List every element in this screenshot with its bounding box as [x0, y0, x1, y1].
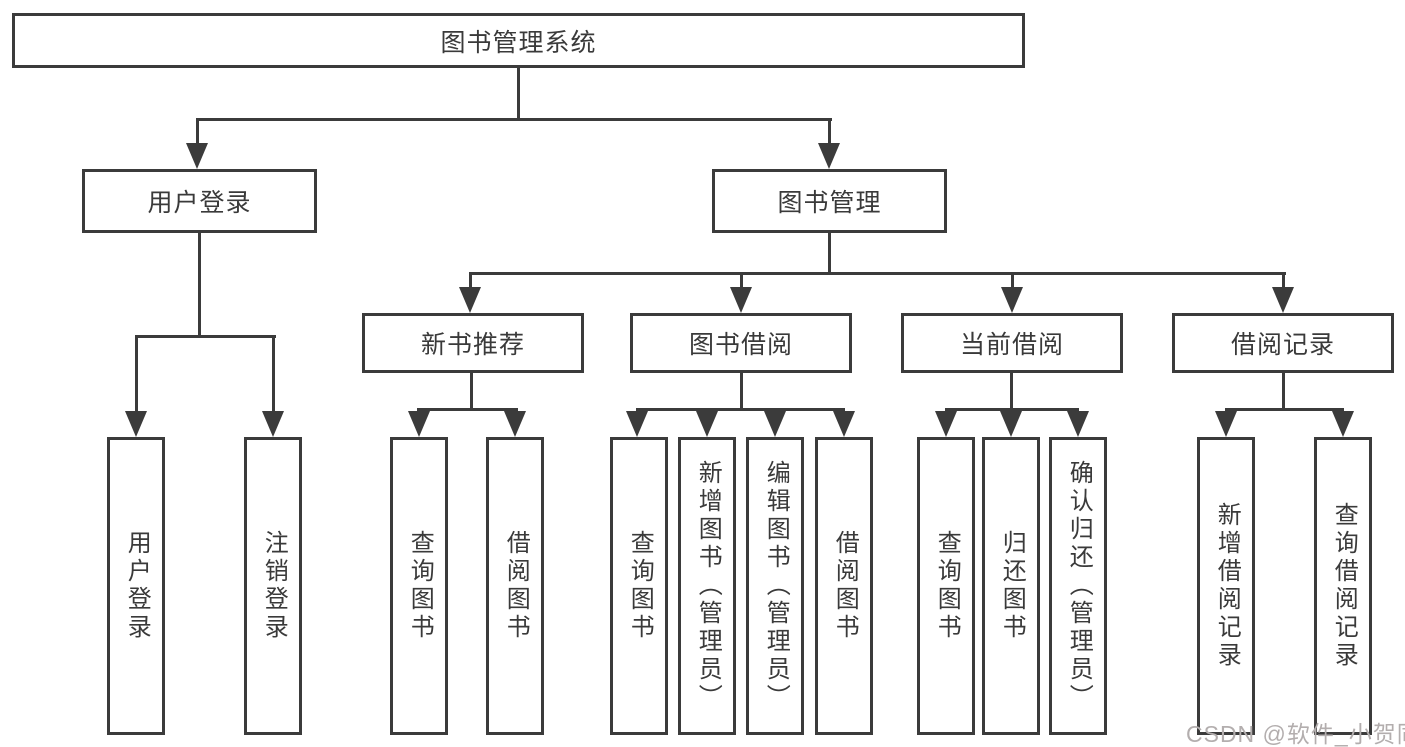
leaf-edit-book-admin: 编辑图书（管理员）: [746, 437, 804, 735]
leaf-borrow-books-recommend-label: 借阅图书: [502, 530, 530, 642]
arrowhead-new-book-1: [408, 411, 430, 437]
connector-root-arm-left: [196, 118, 199, 148]
leaf-query-books-recommend-label: 查询图书: [406, 530, 434, 642]
connector-new-book-drop: [470, 371, 473, 411]
connector-book-mgmt-arm-1: [469, 272, 472, 290]
node-new-book-recommend-label: 新书推荐: [420, 331, 525, 359]
arrowhead-current-borrow-3: [1067, 411, 1089, 437]
arrowhead-current-borrow-2: [1000, 411, 1022, 437]
connector-current-borrow-rail: [945, 408, 1079, 411]
leaf-query-books-borrow: 查询图书: [610, 437, 668, 735]
node-current-borrow: 当前借阅: [901, 313, 1123, 373]
arrowhead-user-login-2: [262, 411, 284, 437]
arrowhead-user-login-1: [125, 411, 147, 437]
node-book-borrow-label: 图书借阅: [688, 331, 793, 359]
connector-book-mgmt-arm-3: [1011, 272, 1014, 290]
leaf-borrow-books: 借阅图书: [815, 437, 873, 735]
leaf-query-borrow-record-label: 查询借阅记录: [1330, 502, 1358, 670]
connector-user-login-drop: [198, 233, 201, 337]
node-book-borrow: 图书借阅: [630, 313, 852, 373]
connector-new-book-rail: [417, 408, 518, 411]
arrowhead-book-borrow-4: [833, 411, 855, 437]
connector-user-login-shaft-1: [135, 335, 138, 415]
node-root: 图书管理系统: [12, 13, 1025, 68]
arrowhead-borrow-record-1: [1215, 411, 1237, 437]
arrowhead-root-right: [818, 143, 840, 169]
connector-book-mgmt-arm-4: [1282, 272, 1285, 290]
leaf-return-book-label: 归还图书: [998, 530, 1026, 642]
arrowhead-book-borrow-1: [626, 411, 648, 437]
leaf-return-book: 归还图书: [982, 437, 1040, 735]
leaf-logout: 注销登录: [244, 437, 302, 735]
connector-borrow-record-rail: [1225, 408, 1344, 411]
arrowhead-book-mgmt-1: [459, 287, 481, 313]
leaf-add-book-admin-label: 新增图书（管理员）: [694, 460, 722, 712]
leaf-add-borrow-record-label: 新增借阅记录: [1213, 502, 1241, 670]
leaf-add-borrow-record: 新增借阅记录: [1197, 437, 1255, 735]
arrowhead-book-mgmt-2: [730, 287, 752, 313]
node-book-management: 图书管理: [712, 169, 947, 233]
leaf-user-login-label: 用户登录: [123, 530, 151, 642]
connector-root-drop: [517, 66, 520, 120]
leaf-confirm-return-admin: 确认归还（管理员）: [1049, 437, 1107, 735]
leaf-add-book-admin: 新增图书（管理员）: [678, 437, 736, 735]
arrowhead-book-mgmt-4: [1272, 287, 1294, 313]
connector-borrow-record-drop: [1282, 371, 1285, 411]
connector-user-login-shaft-2: [272, 335, 275, 415]
connector-user-login-rail: [135, 335, 276, 338]
node-borrow-records: 借阅记录: [1172, 313, 1394, 373]
arrowhead-book-borrow-2: [696, 411, 718, 437]
node-root-label: 图书管理系统: [440, 28, 597, 57]
leaf-confirm-return-admin-label: 确认归还（管理员）: [1065, 460, 1093, 712]
leaf-query-books-recommend: 查询图书: [390, 437, 448, 735]
leaf-user-login: 用户登录: [107, 437, 165, 735]
leaf-borrow-books-label: 借阅图书: [831, 530, 859, 642]
arrowhead-new-book-2: [504, 411, 526, 437]
leaf-query-books-current: 查询图书: [917, 437, 975, 735]
leaf-query-borrow-record: 查询借阅记录: [1314, 437, 1372, 735]
arrowhead-current-borrow-1: [935, 411, 957, 437]
connector-current-borrow-drop: [1010, 371, 1013, 411]
node-borrow-records-label: 借阅记录: [1230, 331, 1335, 359]
leaf-borrow-books-recommend: 借阅图书: [486, 437, 544, 735]
node-new-book-recommend: 新书推荐: [362, 313, 584, 373]
node-current-borrow-label: 当前借阅: [959, 331, 1064, 359]
connector-book-mgmt-drop: [828, 233, 831, 274]
connector-book-borrow-drop: [740, 371, 743, 411]
node-user-login-label: 用户登录: [147, 189, 252, 217]
arrowhead-root-left: [186, 143, 208, 169]
connector-book-borrow-rail: [636, 408, 845, 411]
leaf-edit-book-admin-label: 编辑图书（管理员）: [762, 460, 790, 712]
leaf-query-books-borrow-label: 查询图书: [626, 530, 654, 642]
leaf-logout-label: 注销登录: [260, 530, 288, 642]
connector-book-mgmt-arm-2: [740, 272, 743, 290]
connector-book-mgmt-rail: [469, 272, 1286, 275]
node-user-login: 用户登录: [82, 169, 317, 233]
connector-root-rail: [196, 118, 832, 121]
arrowhead-book-borrow-3: [764, 411, 786, 437]
csdn-watermark: CSDN @软件_小贺同学: [1186, 721, 1405, 747]
arrowhead-book-mgmt-3: [1001, 287, 1023, 313]
connector-root-arm-right: [828, 118, 831, 148]
node-book-management-label: 图书管理: [777, 189, 882, 217]
leaf-query-books-current-label: 查询图书: [933, 530, 961, 642]
arrowhead-borrow-record-2: [1332, 411, 1354, 437]
